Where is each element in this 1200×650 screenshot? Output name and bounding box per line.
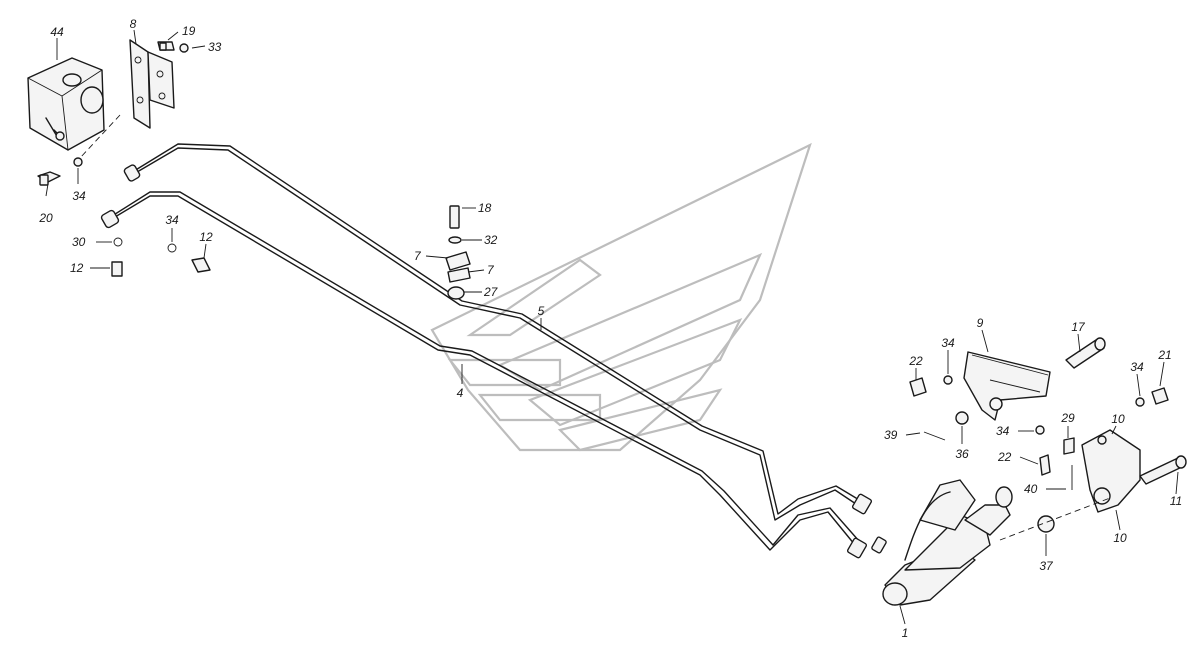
callout-4: 4 xyxy=(457,386,464,400)
callout-29: 29 xyxy=(1060,411,1075,425)
callout-36: 36 xyxy=(955,447,969,461)
cylinder-assembly xyxy=(882,479,1013,606)
callout-30: 30 xyxy=(72,235,86,249)
bracket xyxy=(79,39,175,159)
callout-10-a: 10 xyxy=(1111,412,1125,426)
callout-32: 32 xyxy=(484,233,498,247)
callout-44: 44 xyxy=(50,25,64,39)
reservoir xyxy=(27,57,105,151)
fitting-bottom xyxy=(846,537,868,559)
fitting-mid-right xyxy=(851,493,873,515)
callout-12-b: 12 xyxy=(199,230,213,244)
callout-27: 27 xyxy=(483,285,499,299)
callout-labels: 44 8 19 33 20 34 30 12 34 12 18 32 7 7 2… xyxy=(38,17,1182,640)
callout-19: 19 xyxy=(182,24,196,38)
callout-11: 11 xyxy=(1170,494,1182,508)
upper-bracket xyxy=(963,351,1051,421)
hardware-top-left xyxy=(37,41,211,277)
callout-37: 37 xyxy=(1039,559,1054,573)
pin xyxy=(1065,337,1106,369)
callout-39: 39 xyxy=(884,428,898,442)
callout-20: 20 xyxy=(38,211,53,225)
clamp-group xyxy=(445,205,471,300)
watermark-logo xyxy=(430,142,812,452)
callout-34-a: 34 xyxy=(72,189,86,203)
callout-8: 8 xyxy=(130,17,137,31)
callout-22-b: 22 xyxy=(997,450,1012,464)
callout-40: 40 xyxy=(1024,482,1038,496)
callout-10-b: 10 xyxy=(1113,531,1127,545)
callout-7-a: 7 xyxy=(414,249,422,263)
pivot-pin xyxy=(1139,455,1187,485)
callout-33: 33 xyxy=(208,40,222,54)
callout-34-b: 34 xyxy=(165,213,179,227)
callout-9: 9 xyxy=(977,316,984,330)
hardware-right xyxy=(909,375,1169,541)
callout-21: 21 xyxy=(1157,348,1171,362)
fitting-top-left xyxy=(123,164,141,182)
fitting-left xyxy=(100,209,120,229)
callout-7-b: 7 xyxy=(487,263,495,277)
callout-34-e: 34 xyxy=(996,424,1010,438)
callout-5: 5 xyxy=(538,304,545,318)
fitting-cylinder-inlet xyxy=(871,536,887,554)
callout-18: 18 xyxy=(478,201,492,215)
callout-34-c: 34 xyxy=(941,336,955,350)
lever xyxy=(1081,429,1141,513)
callout-34-d: 34 xyxy=(1130,360,1144,374)
leader-lines xyxy=(45,29,1179,625)
callout-1: 1 xyxy=(902,626,909,640)
callout-22-a: 22 xyxy=(908,354,923,368)
hydraulic-lines xyxy=(100,143,887,559)
callout-12-a: 12 xyxy=(70,261,84,275)
callout-17: 17 xyxy=(1071,320,1086,334)
